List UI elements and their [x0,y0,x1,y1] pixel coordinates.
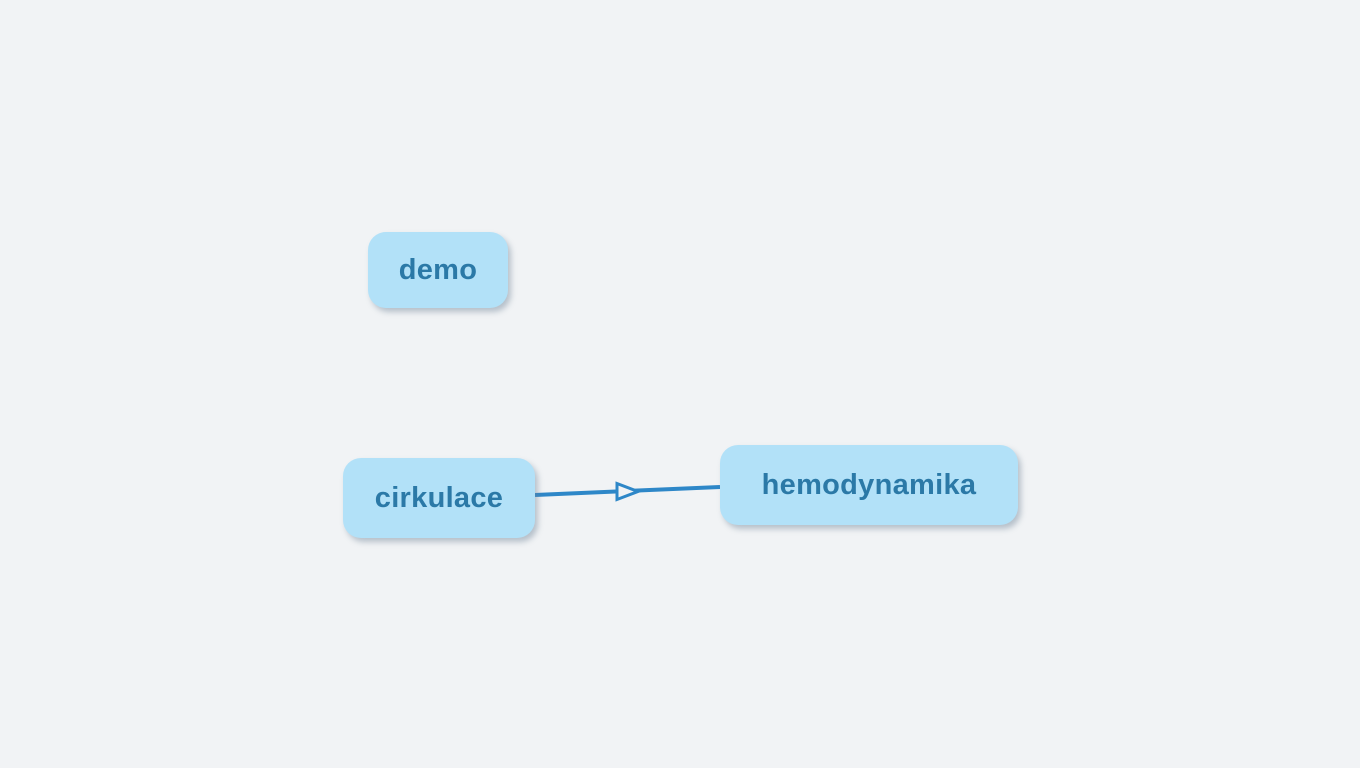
edge-cirkulace-hemodynamika[interactable] [534,481,721,502]
node-hemodynamika[interactable]: hemodynamika [720,445,1018,525]
arrowhead-icon [615,481,643,502]
node-hemodynamika-label: hemodynamika [761,468,977,501]
node-demo-label: demo [398,253,478,286]
node-demo[interactable]: demo [368,232,508,308]
node-cirkulace-label: cirkulace [374,481,504,514]
node-cirkulace[interactable]: cirkulace [343,458,535,538]
